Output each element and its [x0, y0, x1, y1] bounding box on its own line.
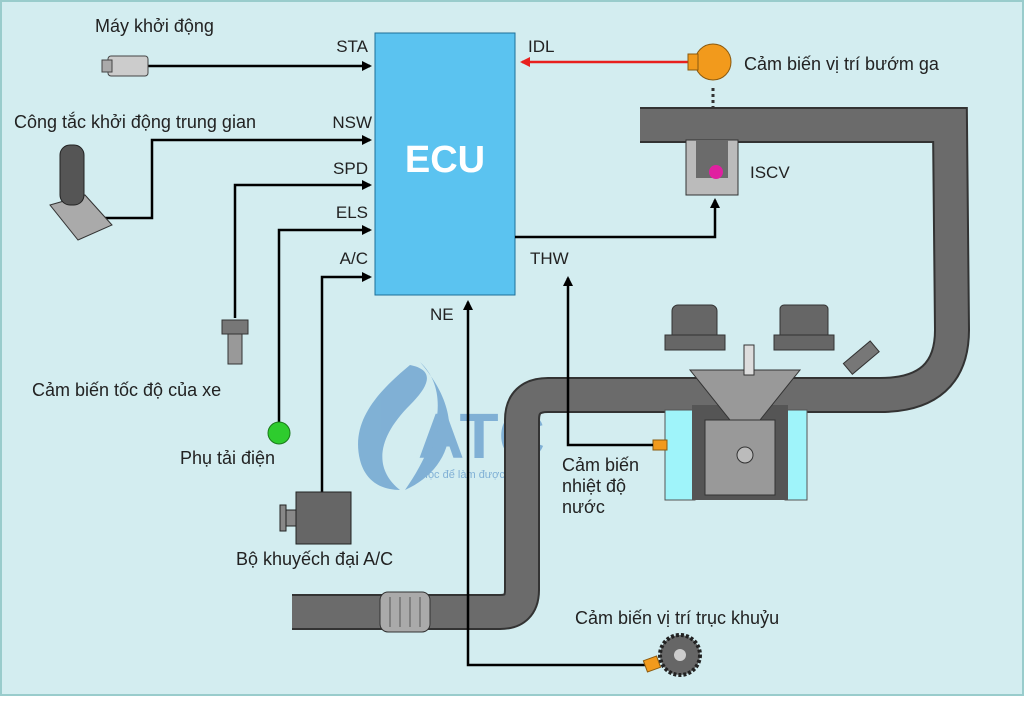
thw-wire: [563, 276, 653, 447]
iscv-wire: [515, 198, 720, 239]
electric-load-label: Phụ tải điện: [180, 448, 275, 468]
starter-label: Máy khởi động: [95, 16, 214, 36]
engine-cylinder-icon: [652, 304, 880, 501]
speed-sensor-label: Cảm biến tốc độ của xe: [32, 380, 221, 400]
sta-label: STA: [336, 37, 368, 56]
spd-label: SPD: [333, 159, 368, 178]
coolant-sensor-label-3: nước: [562, 497, 605, 517]
starter-icon: [101, 55, 149, 77]
spark-plug-icon: [743, 344, 755, 376]
coolant-sensor-icon: [652, 439, 668, 451]
speed-sensor-icon: [221, 319, 249, 365]
ac-label: A/C: [340, 249, 368, 268]
els-label: ELS: [336, 203, 368, 222]
coolant-sensor-label-1: Cảm biến: [562, 455, 639, 475]
els-wire: [277, 225, 372, 422]
intake-pipe: [600, 88, 971, 413]
injector-icon: [842, 340, 880, 375]
signal-wires: [105, 61, 720, 667]
idl-label: IDL: [528, 37, 554, 56]
iscv-valve-icon: [709, 165, 723, 179]
catalytic-converter-icon: [379, 591, 431, 633]
shift-lever-icon: [49, 144, 113, 241]
ac-wire: [320, 272, 372, 492]
iscv-label: ISCV: [750, 163, 790, 182]
thw-label: THW: [530, 249, 569, 268]
crank-sensor-label: Cảm biến vị trí trục khuỷu: [575, 608, 779, 628]
ac-amplifier-label: Bộ khuyếch đại A/C: [236, 549, 393, 569]
ecu-box: [374, 32, 516, 296]
ac-amplifier-icon: [279, 491, 352, 545]
nsw-wire: [105, 135, 372, 220]
spd-wire: [233, 180, 372, 318]
throttle-sensor-label: Cảm biến vị trí bướm ga: [744, 54, 940, 74]
crankshaft-sensor-icon: [642, 633, 702, 677]
ne-wire: [463, 300, 650, 667]
neutral-switch-label: Công tắc khởi động trung gian: [14, 111, 256, 132]
nsw-label: NSW: [332, 113, 372, 132]
throttle-sensor-icon: [687, 43, 732, 81]
coolant-sensor-label-2: nhiệt độ: [562, 476, 626, 496]
watermark-slogan: Học để làm được: [420, 469, 505, 481]
ecu-label: ECU: [405, 139, 485, 181]
electric-load-icon: [267, 421, 291, 445]
ne-label: NE: [430, 305, 454, 324]
exhaust-pipe: [292, 377, 670, 633]
